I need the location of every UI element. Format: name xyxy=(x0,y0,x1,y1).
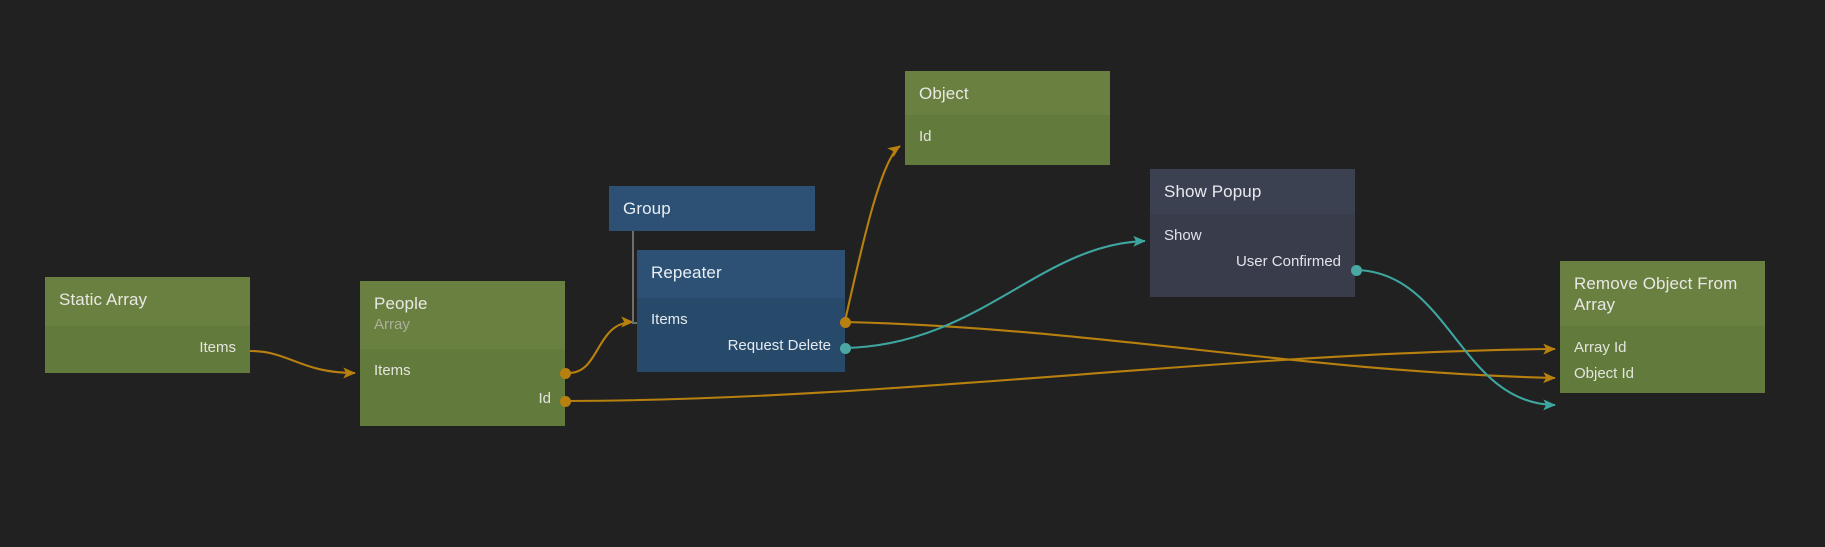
port-label: User Confirmed xyxy=(1235,253,1341,270)
port-label: Items xyxy=(199,339,236,356)
node-title: Remove Object From Array xyxy=(1574,274,1738,314)
port-label: Items xyxy=(651,311,688,328)
node-title: People xyxy=(374,294,428,313)
port-row-input-show[interactable]: Show xyxy=(1150,223,1355,249)
node-static-array[interactable]: Static Array Items xyxy=(45,277,250,373)
node-show-popup[interactable]: Show Popup Show User Confirmed xyxy=(1150,169,1355,297)
port-row-output-user-confirmed[interactable]: User Confirmed xyxy=(1150,249,1355,275)
port-label: Show xyxy=(1164,227,1202,244)
edge-repeater-itemid-to-object-id xyxy=(843,145,901,322)
node-body: Items xyxy=(45,326,250,373)
edge-static-array-items-to-people-items xyxy=(249,349,356,379)
port-row-input-object-id[interactable]: Object Id xyxy=(1560,361,1765,387)
node-header: Remove Object From Array xyxy=(1560,261,1765,326)
port-row-output-items[interactable]: Items xyxy=(45,335,250,361)
port-label: Request Delete xyxy=(727,337,831,354)
node-header: Show Popup xyxy=(1150,169,1355,214)
edge-repeater-requestdelete-to-showpopup-show xyxy=(844,235,1146,350)
port-row-input-items[interactable]: Items xyxy=(637,307,845,333)
port-row-input-id[interactable]: Id xyxy=(905,124,1110,150)
node-title: Object xyxy=(919,84,969,103)
edge-showpopup-userconfirmed-to-remove-do xyxy=(1355,268,1556,411)
port-label: Object Id xyxy=(1574,365,1635,382)
node-header: Group xyxy=(609,186,815,231)
node-header: Object xyxy=(905,71,1110,115)
port-label: Do xyxy=(1574,391,1593,393)
edge-repeater-itemid-to-remove-objectid xyxy=(844,320,1556,384)
port-row-output-id[interactable]: Id xyxy=(360,386,565,412)
node-header: People Array xyxy=(360,281,565,349)
port-label: Id xyxy=(538,390,551,407)
node-title: Group xyxy=(623,199,671,218)
node-header: Repeater xyxy=(637,250,845,298)
node-body: Show User Confirmed xyxy=(1150,214,1355,297)
port-row-input-items[interactable]: Items xyxy=(360,358,565,384)
node-remove-object-from-array[interactable]: Remove Object From Array Array Id Object… xyxy=(1560,261,1765,393)
port-row-output-request-delete[interactable]: Request Delete xyxy=(637,333,845,359)
node-header: Static Array xyxy=(45,277,250,326)
port-row-input-array-id[interactable]: Array Id xyxy=(1560,335,1765,361)
node-body: Id xyxy=(905,115,1110,165)
node-repeater[interactable]: Repeater Items Request Delete Item Id xyxy=(637,250,845,372)
node-object[interactable]: Object Id xyxy=(905,71,1110,165)
node-group[interactable]: Group xyxy=(609,186,815,231)
node-title: Static Array xyxy=(59,290,148,309)
node-body: Array Id Object Id Do xyxy=(1560,326,1765,393)
node-subtitle: Array xyxy=(374,316,410,333)
node-body: Items Request Delete xyxy=(637,298,845,372)
edge-people-items-to-repeater-items xyxy=(568,316,634,375)
node-title: Show Popup xyxy=(1164,182,1262,201)
port-label: Array Id xyxy=(1574,339,1627,356)
port-label: Id xyxy=(919,128,932,145)
node-title: Repeater xyxy=(651,263,722,282)
node-body: Items Id xyxy=(360,349,565,426)
port-label: Items xyxy=(374,362,411,379)
node-people[interactable]: People Array Items Id xyxy=(360,281,565,426)
port-row-input-do[interactable]: Do xyxy=(1560,387,1765,393)
